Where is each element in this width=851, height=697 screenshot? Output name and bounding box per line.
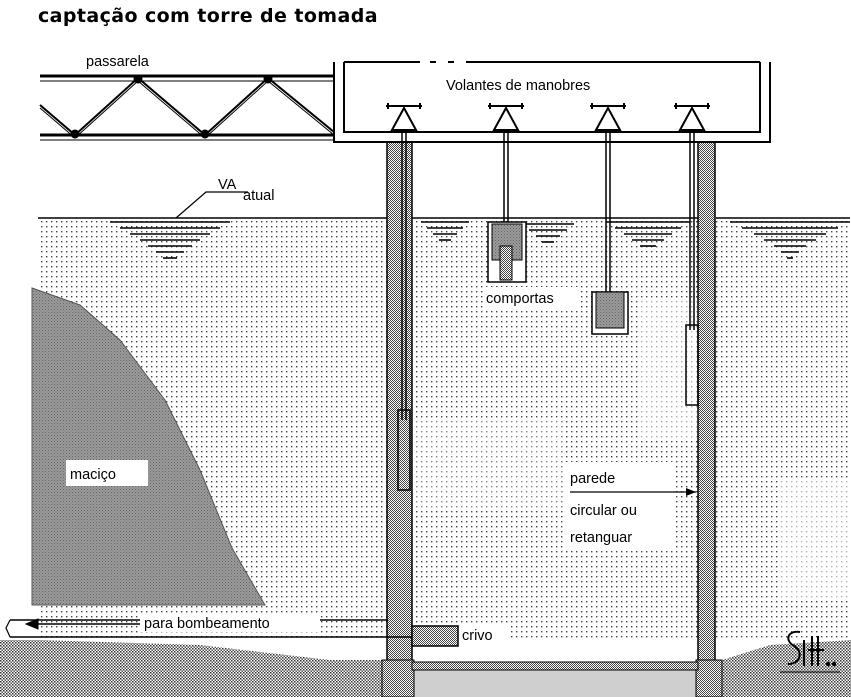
label-va: VA bbox=[218, 177, 237, 193]
label-parede-3: retanguar bbox=[570, 530, 632, 546]
diagram-title: captação com torre de tomada bbox=[38, 5, 378, 27]
label-bombeamento: para bombeamento bbox=[144, 616, 270, 632]
label-comportas: comportas bbox=[486, 291, 554, 307]
gate-lower bbox=[591, 291, 629, 335]
gate-rods bbox=[397, 132, 699, 491]
embankment bbox=[31, 287, 266, 606]
tower-walls bbox=[381, 141, 723, 697]
water-level-symbols bbox=[110, 221, 850, 259]
label-parede-2: circular ou bbox=[570, 503, 637, 519]
label-atual: atual bbox=[243, 188, 274, 204]
label-macico: maciço bbox=[70, 467, 116, 483]
intake-screen bbox=[411, 625, 459, 647]
handwheel-group bbox=[386, 103, 710, 133]
signature-mark bbox=[780, 630, 840, 673]
label-parede-1: parede bbox=[570, 471, 615, 487]
ground bbox=[0, 640, 384, 697]
label-crivo: crivo bbox=[462, 628, 493, 644]
label-passarela: passarela bbox=[86, 54, 150, 70]
label-volantes: Volantes de manobres bbox=[446, 78, 590, 94]
gate-upper bbox=[487, 221, 527, 283]
operating-deck bbox=[333, 61, 771, 143]
water-level-leader bbox=[175, 191, 248, 219]
walkway-truss bbox=[39, 74, 335, 141]
